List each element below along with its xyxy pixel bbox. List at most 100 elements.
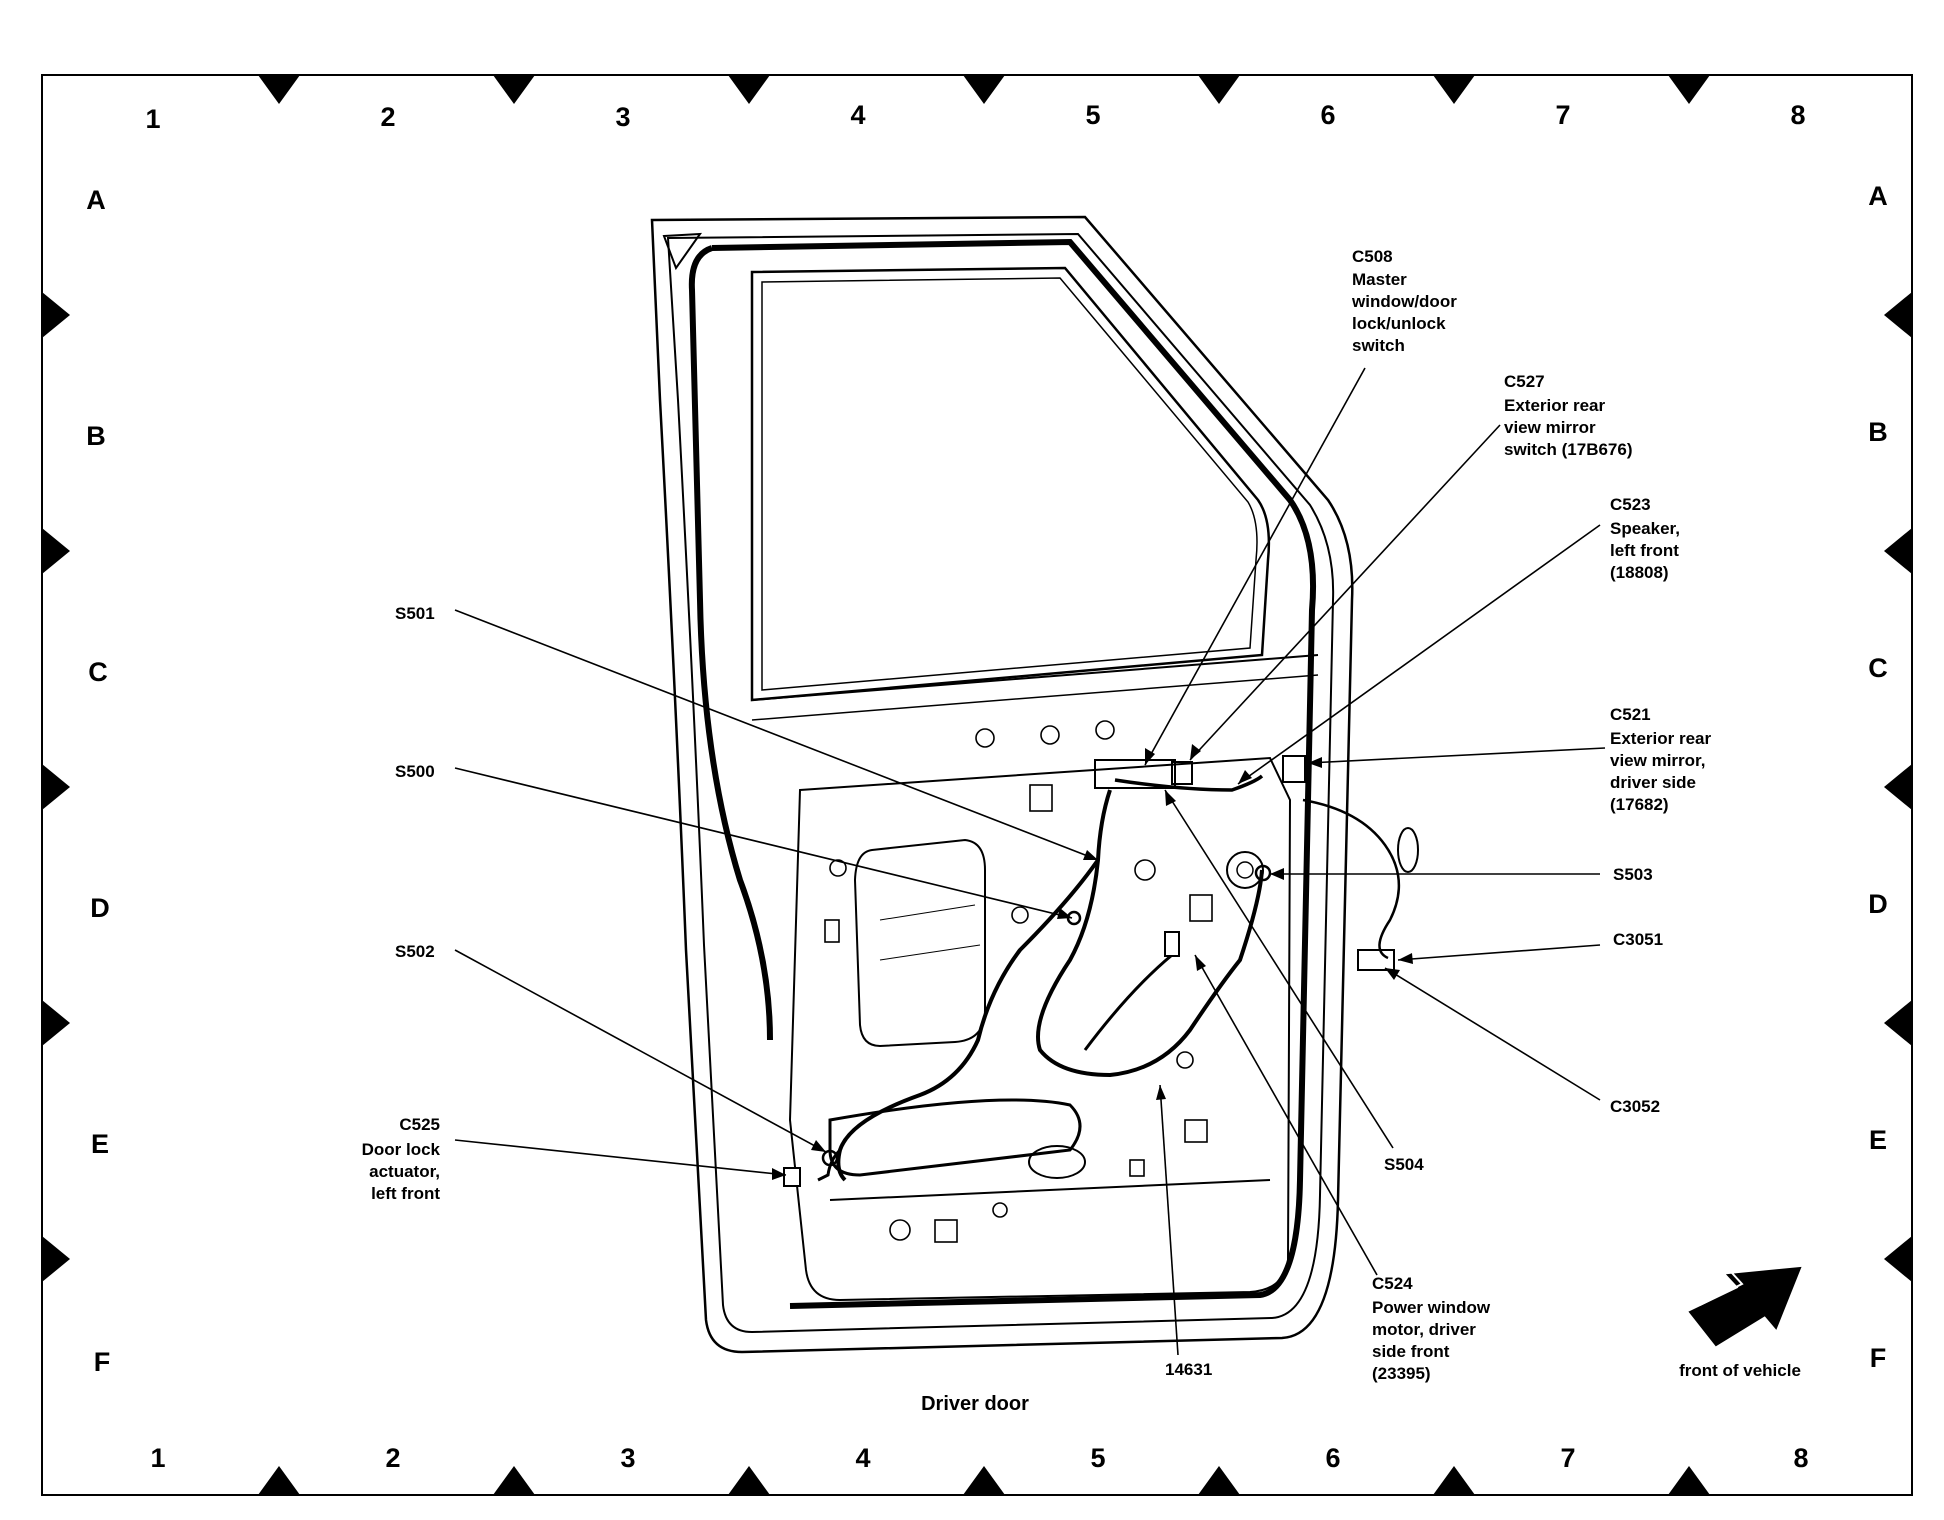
c524-code: C524 — [1372, 1274, 1413, 1293]
c521-desc-4: (17682) — [1610, 795, 1669, 814]
belt-line — [751, 654, 1319, 701]
grid-col-7: 7 — [1555, 100, 1570, 130]
grid-row-c: C — [1868, 653, 1888, 683]
grid-col-3: 3 — [620, 1443, 635, 1473]
c508-desc-1: Master — [1352, 270, 1407, 289]
grid-col-4: 4 — [855, 1443, 870, 1473]
callout-c508: C508 Master window/door lock/unlock swit… — [1351, 247, 1457, 355]
mirror-connector-body — [1282, 755, 1306, 783]
c524-desc-2: motor, driver — [1372, 1320, 1476, 1339]
grid-col-4: 4 — [850, 100, 865, 130]
c527-desc-2: view mirror — [1504, 418, 1596, 437]
harness-top-run — [1114, 774, 1264, 792]
s501-code: S501 — [395, 604, 435, 623]
callout-c527: C527 Exterior rear view mirror switch (1… — [1504, 372, 1633, 459]
n14631-code: 14631 — [1165, 1360, 1212, 1379]
callout-s501: S501 — [395, 604, 435, 623]
s503-code: S503 — [1613, 865, 1653, 884]
c524-desc-4: (23395) — [1372, 1364, 1431, 1383]
grid-col-1: 1 — [145, 104, 160, 134]
switch-housing — [1094, 759, 1176, 789]
grid-row-f: F — [1870, 1343, 1887, 1373]
harness-main-branch — [1036, 789, 1264, 1078]
harness-left-branch — [836, 858, 1100, 1182]
grid-row-f: F — [94, 1347, 111, 1377]
mirror-harness — [1302, 798, 1401, 960]
grid-col-1: 1 — [150, 1443, 165, 1473]
grid-col-5: 5 — [1085, 100, 1100, 130]
speaker-mount — [1226, 851, 1264, 889]
top-edge-markers — [258, 75, 1710, 104]
grid-row-d: D — [90, 893, 110, 923]
c523-desc-2: left front — [1610, 541, 1679, 560]
access-hole — [853, 838, 986, 1048]
c523-desc-1: Speaker, — [1610, 519, 1680, 538]
panel-holes — [824, 720, 1213, 1243]
grid-col-7: 7 — [1560, 1443, 1575, 1473]
bottom-edge-markers — [258, 1466, 1710, 1495]
grid-col-6: 6 — [1325, 1443, 1340, 1473]
c524-desc-3: side front — [1372, 1342, 1450, 1361]
c525-desc-3: left front — [371, 1184, 440, 1203]
c523-code: C523 — [1610, 495, 1651, 514]
grid-row-c: C — [88, 657, 108, 687]
right-edge-markers — [1884, 292, 1912, 1282]
c508-code: C508 — [1352, 247, 1393, 266]
door-inner-shell — [666, 232, 1335, 1334]
grid-row-b: B — [1868, 417, 1888, 447]
callout-s504: S504 — [1384, 1155, 1424, 1174]
c508-desc-3: lock/unlock — [1352, 314, 1446, 333]
callout-14631: 14631 — [1165, 1360, 1212, 1379]
callout-c524: C524 Power window motor, driver side fro… — [1372, 1274, 1491, 1383]
c3051-connector-body — [1357, 949, 1395, 971]
c525-desc-2: actuator, — [369, 1162, 440, 1181]
harness-lock-run — [817, 1148, 842, 1182]
c523-desc-3: (18808) — [1610, 563, 1669, 582]
callout-c521: C521 Exterior rear view mirror, driver s… — [1610, 705, 1711, 814]
c525-desc-1: Door lock — [362, 1140, 441, 1159]
window-seal-outer — [711, 238, 1317, 1309]
c508-desc-2: window/door — [1351, 292, 1457, 311]
door-illustration — [650, 215, 1419, 1354]
callout-c525: C525 Door lock actuator, left front — [362, 1115, 441, 1203]
access-hole-inner — [879, 904, 981, 961]
belt-line-lower — [751, 674, 1319, 721]
grid-row-e: E — [1869, 1125, 1887, 1155]
grid-col-2: 2 — [385, 1443, 400, 1473]
c521-desc-2: view mirror, — [1610, 751, 1705, 770]
grid-columns-top: 1 2 3 4 5 6 7 8 — [145, 100, 1805, 134]
lower-rail — [828, 1098, 1082, 1177]
callout-s502: S502 — [395, 942, 435, 961]
c527-desc-3: switch (17B676) — [1504, 440, 1633, 459]
c524-desc-1: Power window — [1372, 1298, 1491, 1317]
lower-window-track — [829, 1179, 1271, 1201]
c521-desc-1: Exterior rear — [1610, 729, 1711, 748]
s502-code: S502 — [395, 942, 435, 961]
c525-connector-body — [783, 1167, 801, 1187]
mirror-switch-connector — [1171, 761, 1193, 785]
window-opening — [750, 266, 1271, 702]
s502-splice — [821, 1149, 839, 1167]
speaker-mount-inner — [1236, 861, 1254, 879]
door-outer-shell — [650, 215, 1354, 1354]
s504-code: S504 — [1384, 1155, 1424, 1174]
c521-desc-3: driver side — [1610, 773, 1696, 792]
callout-c3052: C3052 — [1610, 1097, 1660, 1116]
c3052-code: C3052 — [1610, 1097, 1660, 1116]
leader-lines — [454, 367, 1606, 1356]
grid-col-5: 5 — [1090, 1443, 1105, 1473]
grid-row-b: B — [86, 421, 106, 451]
grid-col-3: 3 — [615, 102, 630, 132]
grid-rows-right: A B C D E F — [1868, 181, 1888, 1373]
grid-col-2: 2 — [380, 102, 395, 132]
s503-splice — [1254, 864, 1272, 882]
mirror-grommet — [1397, 827, 1419, 873]
c508-desc-4: switch — [1352, 336, 1405, 355]
left-edge-markers — [42, 292, 70, 1282]
grid-col-8: 8 — [1790, 100, 1805, 130]
c525-code: C525 — [399, 1115, 440, 1134]
front-of-vehicle-label: front of vehicle — [1679, 1361, 1801, 1380]
wiring-harness — [783, 774, 1272, 1187]
callout-c523: C523 Speaker, left front (18808) — [1610, 495, 1680, 582]
